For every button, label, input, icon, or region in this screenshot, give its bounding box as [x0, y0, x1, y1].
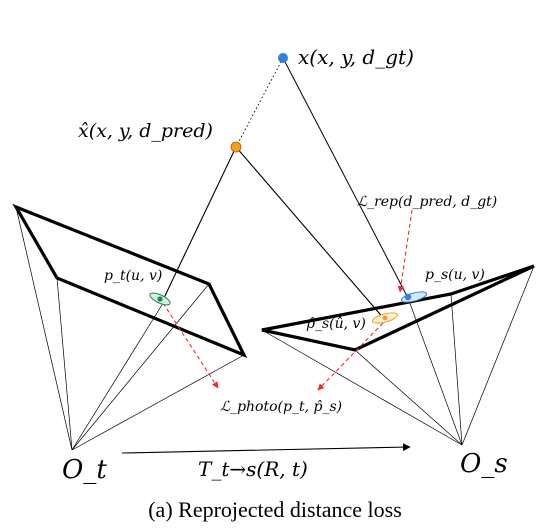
- target-image-plane: [12, 203, 248, 359]
- figure-caption: (a) Reprojected distance loss: [148, 497, 402, 522]
- source-image-plane: [261, 264, 535, 352]
- gt-point: [278, 53, 288, 63]
- origin-source-label: O_s: [460, 449, 508, 479]
- target-pixel-marker: [149, 292, 171, 306]
- source-pixel-pred-label: p̂_s(û, v): [306, 316, 366, 332]
- source-pixel-pred-marker: [371, 312, 399, 324]
- gt-point-label: x(x, y, d_gt): [298, 45, 414, 69]
- pred-point-label: x̂(x, y, d_pred): [78, 120, 213, 142]
- rep-loss-label: ℒ_rep(d_pred, d_gt): [357, 194, 497, 210]
- transform-label: T_t→s(R, t): [198, 457, 308, 481]
- source-pixel-marker: [400, 291, 428, 303]
- origin-target-label: O_t: [62, 455, 107, 485]
- photo-loss-label: ℒ_photo(p_t, p̂_s): [220, 399, 342, 415]
- photo-loss-arrow-right: [317, 322, 384, 391]
- loss-arrows: [162, 209, 413, 391]
- rays: [162, 57, 409, 321]
- photo-loss-arrow-left: [162, 302, 219, 389]
- rep-loss-arrow: [397, 209, 413, 293]
- pred-point: [230, 141, 242, 153]
- target-pixel-label: p_t(u, v): [104, 268, 162, 284]
- right-frustum: [261, 265, 535, 446]
- source-pixel-label: p_s(u, v): [425, 267, 485, 283]
- left-frustum: [15, 206, 245, 451]
- transform-arrow: [121, 443, 411, 454]
